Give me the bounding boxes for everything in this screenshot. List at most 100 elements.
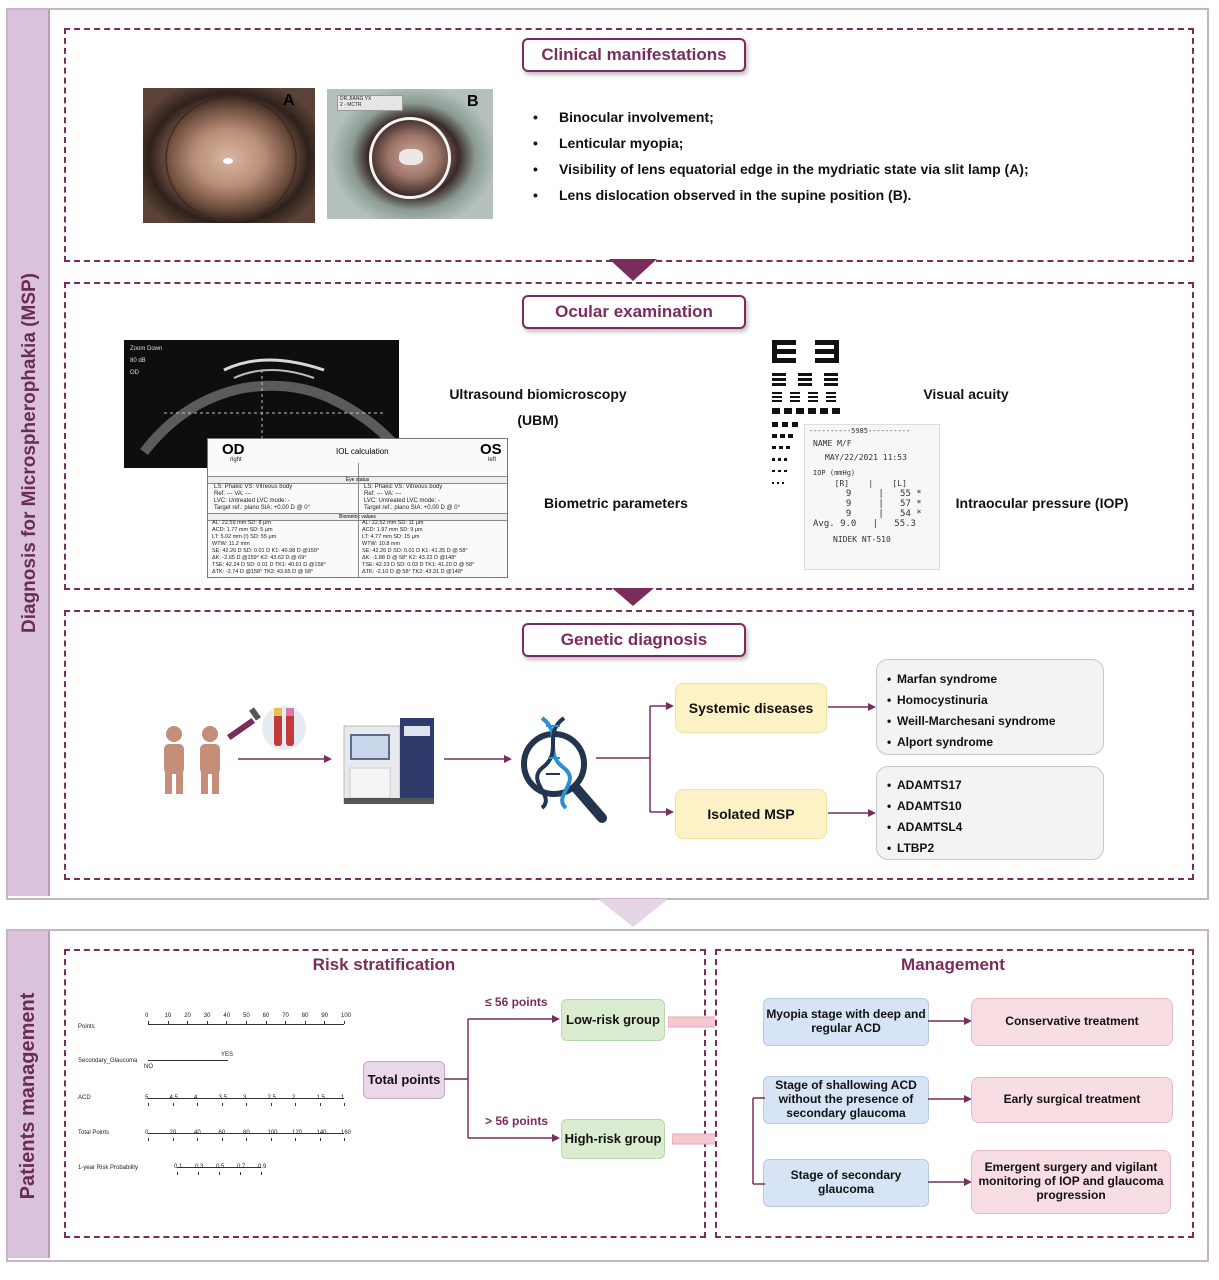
iop-device: NIDEK NT-510 xyxy=(833,535,891,544)
iol-od-sub: right xyxy=(230,457,242,463)
nomo-points-tick-label: 30 xyxy=(203,1013,211,1019)
photo-b-lens-ring xyxy=(369,117,451,199)
nomo-total-tick-label: 120 xyxy=(292,1130,303,1136)
nomo-points-tick xyxy=(187,1021,189,1024)
nomo-points-tick xyxy=(246,1021,247,1024)
nomo-points-tick-label: 10 xyxy=(164,1013,172,1019)
iol-right-value-5: SE: 42.26 D SD: 0.01 D K1: 41.35 D @ 58° xyxy=(362,548,468,554)
nomo-total-tick-label: 20 xyxy=(169,1130,177,1136)
photo-b-reflex xyxy=(399,149,423,165)
nomo-total-tick-label: 40 xyxy=(194,1130,201,1136)
stage-myopia-box: Myopia stage with deep and regular ACD xyxy=(763,998,929,1046)
systemic-list-box: Marfan syndrome Homocystinuria Weill-Mar… xyxy=(876,659,1104,755)
iol-left-value-5: SE: 42.26 D SD: 0.01 D K1: 40.98 D @159° xyxy=(212,548,320,554)
nomo-total-tick xyxy=(172,1138,174,1141)
nomo-acd-tick-label: 2 xyxy=(292,1095,296,1101)
nomo-total-tick xyxy=(221,1138,223,1141)
nomo-axis-risk xyxy=(177,1167,261,1168)
photo-a-lens-edge xyxy=(165,96,297,222)
nomo-glaucoma-yes: YES xyxy=(221,1052,234,1058)
iol-left-value-3: LT: 5.02 mm (!) SD: 55 μm xyxy=(212,534,277,540)
iol-left-value-8: ΔTK: -2.74 D @158° TK2: 43.65 D @ 68° xyxy=(212,569,314,575)
low-threshold-label: ≤ 56 points xyxy=(485,995,548,1009)
stage-glaucoma-box: Stage of secondary glaucoma xyxy=(763,1159,929,1207)
nomo-total-tick xyxy=(246,1138,247,1141)
ubm-label-1: Ultrasound biomicroscopy xyxy=(449,386,627,402)
slit-lamp-photo-a: A xyxy=(143,88,315,223)
nomo-risk-tick xyxy=(240,1172,241,1175)
sequencer-icon xyxy=(343,718,434,804)
iol-left-status-4: Target ref.: plano SIA: +0.00 D @ 0° xyxy=(214,505,311,511)
nomo-risk-tick xyxy=(177,1172,178,1175)
photo-b-overlay-line-1: DR.JIANG YX xyxy=(340,96,372,102)
iol-title: IOL calculation xyxy=(336,447,389,456)
iop-avg: Avg. 9.0 | 55.3 xyxy=(813,519,916,529)
low-risk-group-box: Low-risk group xyxy=(561,999,665,1041)
nomo-total-tick xyxy=(148,1138,149,1141)
emergent-surgery-box: Emergent surgery and vigilant monitoring… xyxy=(971,1150,1171,1214)
photo-a-reflex xyxy=(223,158,233,164)
iol-left-status-1: LS: Phakic VS: Vitreous body xyxy=(214,484,293,490)
patients-side-band xyxy=(8,931,50,1258)
nomo-total-tick-label: 100 xyxy=(267,1130,278,1136)
genetic-arrow-2 xyxy=(444,755,512,763)
isolated-item-2: ADAMTS10 xyxy=(887,799,962,813)
photo-b-overlay-box: DR.JIANG YX 2 - MCTR xyxy=(337,95,403,111)
nomo-total-tick xyxy=(197,1138,198,1141)
treat-arrow-1 xyxy=(928,1017,972,1025)
nomo-acd-tick-label: 3.5 xyxy=(218,1095,227,1101)
systemic-arrow xyxy=(828,703,876,711)
iol-right-value-2: ACD: 1.97 mm SD: 9 μm xyxy=(362,527,423,533)
clinical-bullet-2: Lenticular myopia; xyxy=(533,135,684,151)
nomo-risk-tick-label: 0.1 xyxy=(174,1164,183,1170)
nomo-acd-tick xyxy=(344,1103,345,1106)
nomo-acd-tick xyxy=(148,1103,149,1106)
nomo-risk-tick xyxy=(198,1172,199,1175)
nomo-acd-tick-label: 4.5 xyxy=(169,1095,178,1101)
clinical-bullet-4: Lens dislocation observed in the supine … xyxy=(533,187,911,203)
treat-arrow-2 xyxy=(928,1095,972,1103)
iol-biometric-values: Biometric values xyxy=(208,513,507,521)
nomo-total-tick xyxy=(319,1138,321,1141)
iol-right-value-4: WTW: 10.8 mm xyxy=(362,541,401,547)
nomo-acd-tick-label: 5 xyxy=(145,1095,149,1101)
panel-connector-arrow xyxy=(598,899,668,927)
patients-icon xyxy=(164,706,306,794)
ubm-echo-graphic xyxy=(140,358,399,460)
nomo-row-points: Points xyxy=(78,1024,95,1030)
iol-os-sub: left xyxy=(488,457,497,463)
systemic-item-4: Alport syndrome xyxy=(887,735,993,749)
photo-a-label: A xyxy=(283,92,295,109)
nomo-total-tick xyxy=(295,1138,296,1141)
nomo-row-total: Total Points xyxy=(78,1130,110,1136)
iop-printout: ----------5985---------- NAME M/F MAY/22… xyxy=(804,424,940,570)
patients-side-label: Patients management xyxy=(17,992,39,1200)
iop-cols: [R] | [L] xyxy=(825,479,907,488)
systemic-item-1: Marfan syndrome xyxy=(887,672,997,686)
clinical-bullet-3: Visibility of lens equatorial edge in th… xyxy=(533,161,1029,177)
nomo-acd-tick xyxy=(319,1103,321,1106)
iop-label: Intraocular pressure (IOP) xyxy=(955,495,1129,511)
nomo-total-tick-label: 0 xyxy=(145,1130,149,1136)
nomo-acd-tick xyxy=(270,1103,272,1106)
nomo-axis-points xyxy=(148,1024,344,1025)
nomo-glaucoma-no: NO xyxy=(144,1064,153,1070)
iol-right-status-4: Target ref.: plano SIA: +0.00 D @ 0° xyxy=(364,505,461,511)
nomo-points-tick-label: 80 xyxy=(301,1013,309,1019)
isolated-msp-box: Isolated MSP xyxy=(675,789,827,839)
genetic-title: Genetic diagnosis xyxy=(522,623,746,657)
management-title: Management xyxy=(901,955,1005,974)
nomo-axis-acd xyxy=(148,1098,344,1099)
photo-b-label: B xyxy=(467,93,479,110)
isolated-item-4: LTBP2 xyxy=(887,841,934,855)
iol-right-value-6: ΔK: -1.88 D @ 58° K2: 43.22 D @148° xyxy=(362,555,457,561)
genetic-arrow-1 xyxy=(238,755,332,763)
nomo-axis-glaucoma xyxy=(148,1060,228,1061)
ubm-overlay-2: 80 dB xyxy=(130,358,146,364)
iop-header: ----------5985---------- xyxy=(809,427,911,435)
nomo-points-tick-label: 90 xyxy=(321,1013,329,1019)
biometric-label: Biometric parameters xyxy=(544,495,688,511)
genetic-branch-lines xyxy=(596,702,674,816)
isolated-item-3: ADAMTSL4 xyxy=(887,820,962,834)
early-surgical-treatment-box: Early surgical treatment xyxy=(971,1077,1173,1123)
